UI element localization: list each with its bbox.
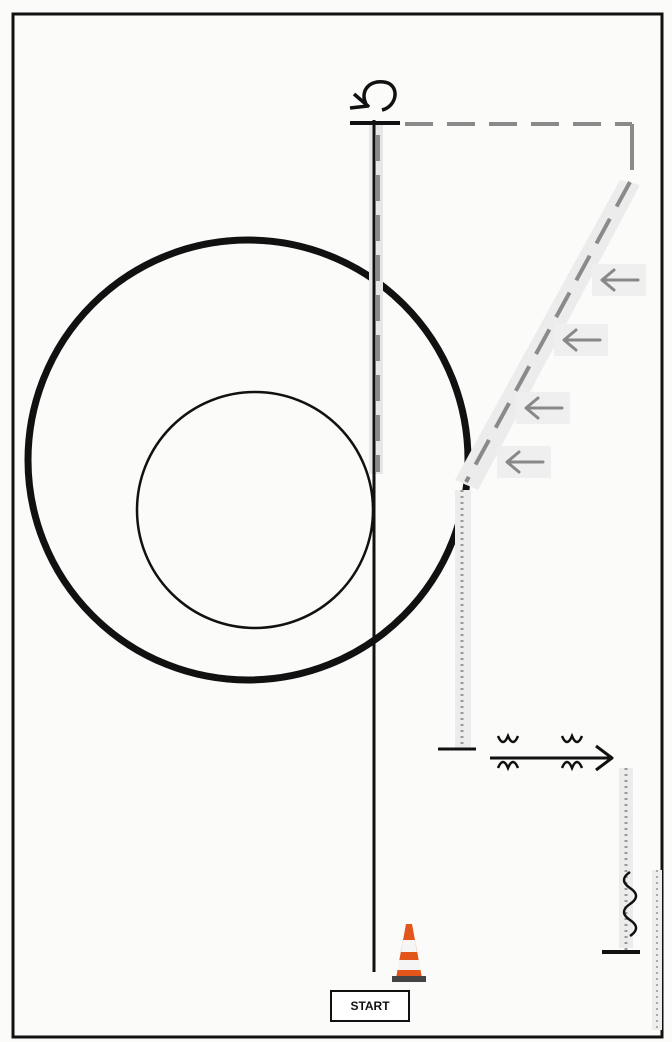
outer-circle (28, 240, 468, 680)
u-turn-icon (350, 82, 395, 110)
page-frame (13, 14, 662, 1037)
left-arrow-icon (516, 392, 570, 424)
inner-circle (137, 392, 373, 628)
start-label: START (330, 990, 410, 1022)
traffic-cone-icon (392, 924, 426, 982)
bumps-icon (498, 736, 582, 768)
route-shade-lower (455, 490, 471, 750)
left-arrow-icon (497, 446, 551, 478)
left-arrow-icon (592, 264, 646, 296)
left-arrow-icon (554, 324, 608, 356)
